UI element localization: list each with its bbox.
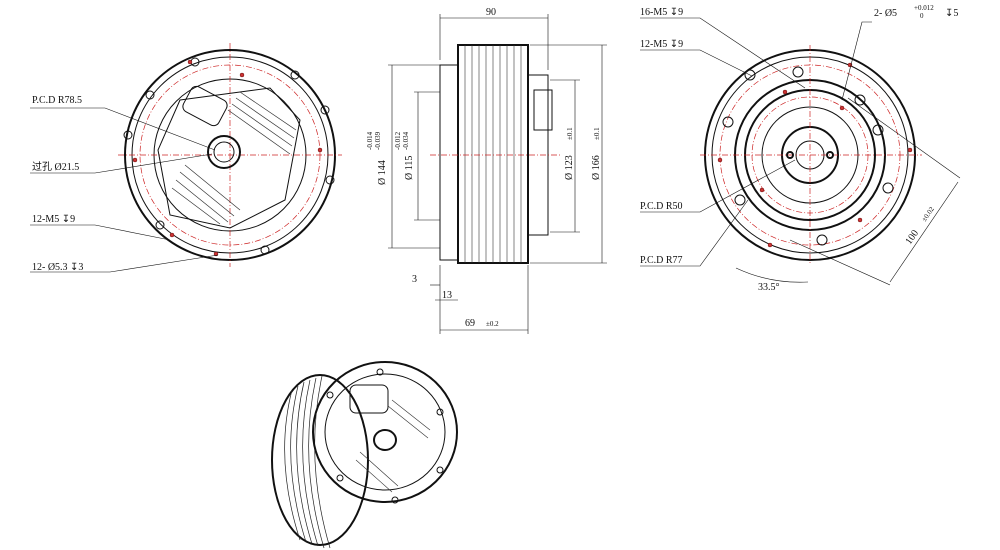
- front-tapped-16-label: 16-M5 ↧9: [640, 7, 683, 18]
- dia-166: Ø 166: [591, 155, 602, 180]
- through-hole-label: 过孔 Ø21.5: [32, 160, 79, 173]
- iso-cover-fins: [355, 399, 431, 493]
- tol-123: ±0.1: [566, 127, 574, 140]
- front-view: [640, 17, 961, 286]
- dia-115: Ø 115: [404, 156, 415, 180]
- pcd-50-label: P.C.D R50: [640, 201, 683, 212]
- rear-tapped-label: 12-M5 ↧9: [32, 214, 75, 225]
- isometric-view: [271, 361, 458, 549]
- length-90: 90: [486, 7, 496, 18]
- housing-fins: [464, 45, 522, 263]
- pin-tol-upper: +0.012: [914, 4, 934, 12]
- pcd-77-label: P.C.D R77: [640, 255, 683, 266]
- rear-pcd-label: P.C.D R78.5: [32, 95, 82, 106]
- dim-13: 13: [442, 290, 452, 301]
- iso-fins: [284, 375, 331, 549]
- pin-depth: ↧5: [945, 8, 958, 19]
- dia-144: Ø 144: [377, 160, 388, 185]
- tol-166: ±0.1: [593, 127, 601, 140]
- cooling-fins: [171, 91, 297, 225]
- side-view: [388, 14, 607, 334]
- dim-3: 3: [412, 274, 417, 285]
- angle-label: 33.5°: [758, 282, 780, 293]
- tol-115-lower: -0.034: [402, 131, 410, 150]
- tol-115-upper: -0.012: [394, 131, 402, 150]
- pin-tol-lower: 0: [920, 12, 924, 20]
- tol-69: ±0.2: [486, 320, 499, 328]
- pin-label: 2- Ø5: [874, 8, 897, 19]
- tol-144-upper: -0.014: [366, 131, 374, 150]
- rear-view: [30, 43, 342, 273]
- tol-144-lower: -0.039: [374, 131, 382, 150]
- front-tapped-12-label: 12-M5 ↧9: [640, 39, 683, 50]
- dia-123: Ø 123: [564, 155, 575, 180]
- tol-100: ±0.02: [920, 205, 936, 223]
- dim-100: 100: [903, 228, 921, 247]
- dim-69: 69: [465, 318, 475, 329]
- rear-clearance-label: 12- Ø5.3 ↧3: [32, 262, 83, 273]
